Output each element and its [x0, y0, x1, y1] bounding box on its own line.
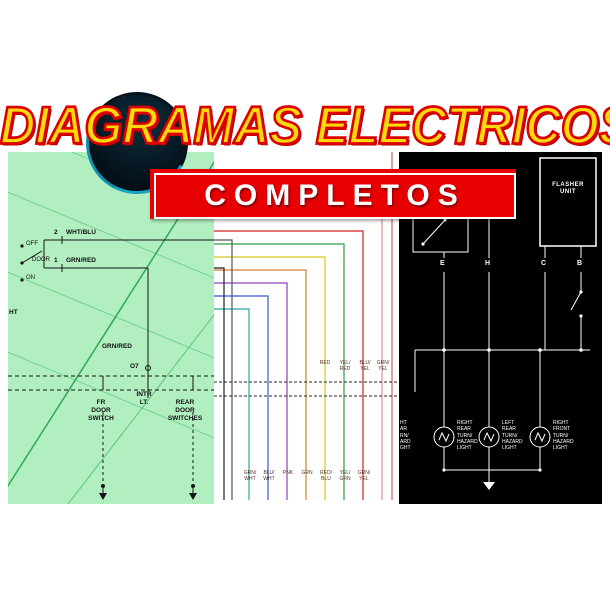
pin-number-label: 1 — [54, 257, 58, 264]
light-label-right-rear: RIGHT REAR TURN/ HAZARD LIGHT — [457, 420, 478, 451]
cutoff-label-fragment: HT — [9, 309, 18, 316]
interior-light-label: INTR LT. — [136, 391, 152, 406]
flasher-unit-label: FLASHER UNIT — [552, 182, 584, 196]
light-label-right-front: RIGHT FRONT TURN/ HAZARD LIGHT — [553, 420, 574, 451]
wire-color-label: GRN/ YEL — [357, 470, 371, 483]
light-label-left-rear: LEFT REAR TURN/ HAZARD LIGHT — [502, 420, 523, 451]
wire-color-label: GRN/ WHT — [243, 470, 257, 483]
wire-color-label: YEL/ RED — [339, 360, 351, 373]
right-diagram-linework — [412, 157, 597, 490]
switch-position-off: OFF — [26, 241, 38, 247]
wire-color-label: GRN/RED — [102, 343, 132, 350]
wire-color-label: YEL/ GRN — [339, 470, 351, 483]
page-title: DIAGRAMAS ELECTRICOS — [0, 96, 610, 157]
wire-color-label: RED/ BLU — [320, 470, 332, 483]
wire-color-label: GRN — [301, 470, 313, 476]
wire-color-label: BLU/ WHT — [263, 470, 275, 483]
terminal-letter-c: C — [541, 260, 547, 267]
wire-color-label: GRN/ YEL — [376, 360, 390, 373]
middle-diagram-linework — [214, 152, 399, 500]
terminal-letter-h: H — [485, 260, 491, 267]
subtitle-banner: COMPLETOS — [150, 169, 516, 219]
wire-color-label: GRN/RED — [66, 257, 96, 264]
switch-position-on: ON — [26, 275, 35, 281]
terminal-letter-b: B — [577, 260, 583, 267]
wire-color-label: WHT/BLU — [66, 229, 96, 236]
connector-id-label: O7 — [130, 363, 139, 370]
cutoff-label-fragment: HT AR RN/ ARD GHT — [400, 420, 411, 451]
subtitle-banner-frame: COMPLETOS — [154, 173, 516, 219]
front-door-switch-label: FR DOOR SWITCH — [88, 399, 114, 422]
wire-color-label: PNK — [282, 470, 294, 476]
rear-door-switch-label: REAR DOOR SWITCHES — [167, 399, 203, 422]
wire-color-label: RED — [319, 360, 331, 366]
left-diagram-linework — [8, 152, 214, 504]
pin-number-label: 2 — [54, 229, 58, 236]
switch-position-door: DOOR — [32, 257, 50, 263]
subtitle-text: COMPLETOS — [204, 179, 466, 212]
wire-color-label: BLU/ YEL — [359, 360, 371, 373]
terminal-letter-e: E — [440, 260, 445, 267]
